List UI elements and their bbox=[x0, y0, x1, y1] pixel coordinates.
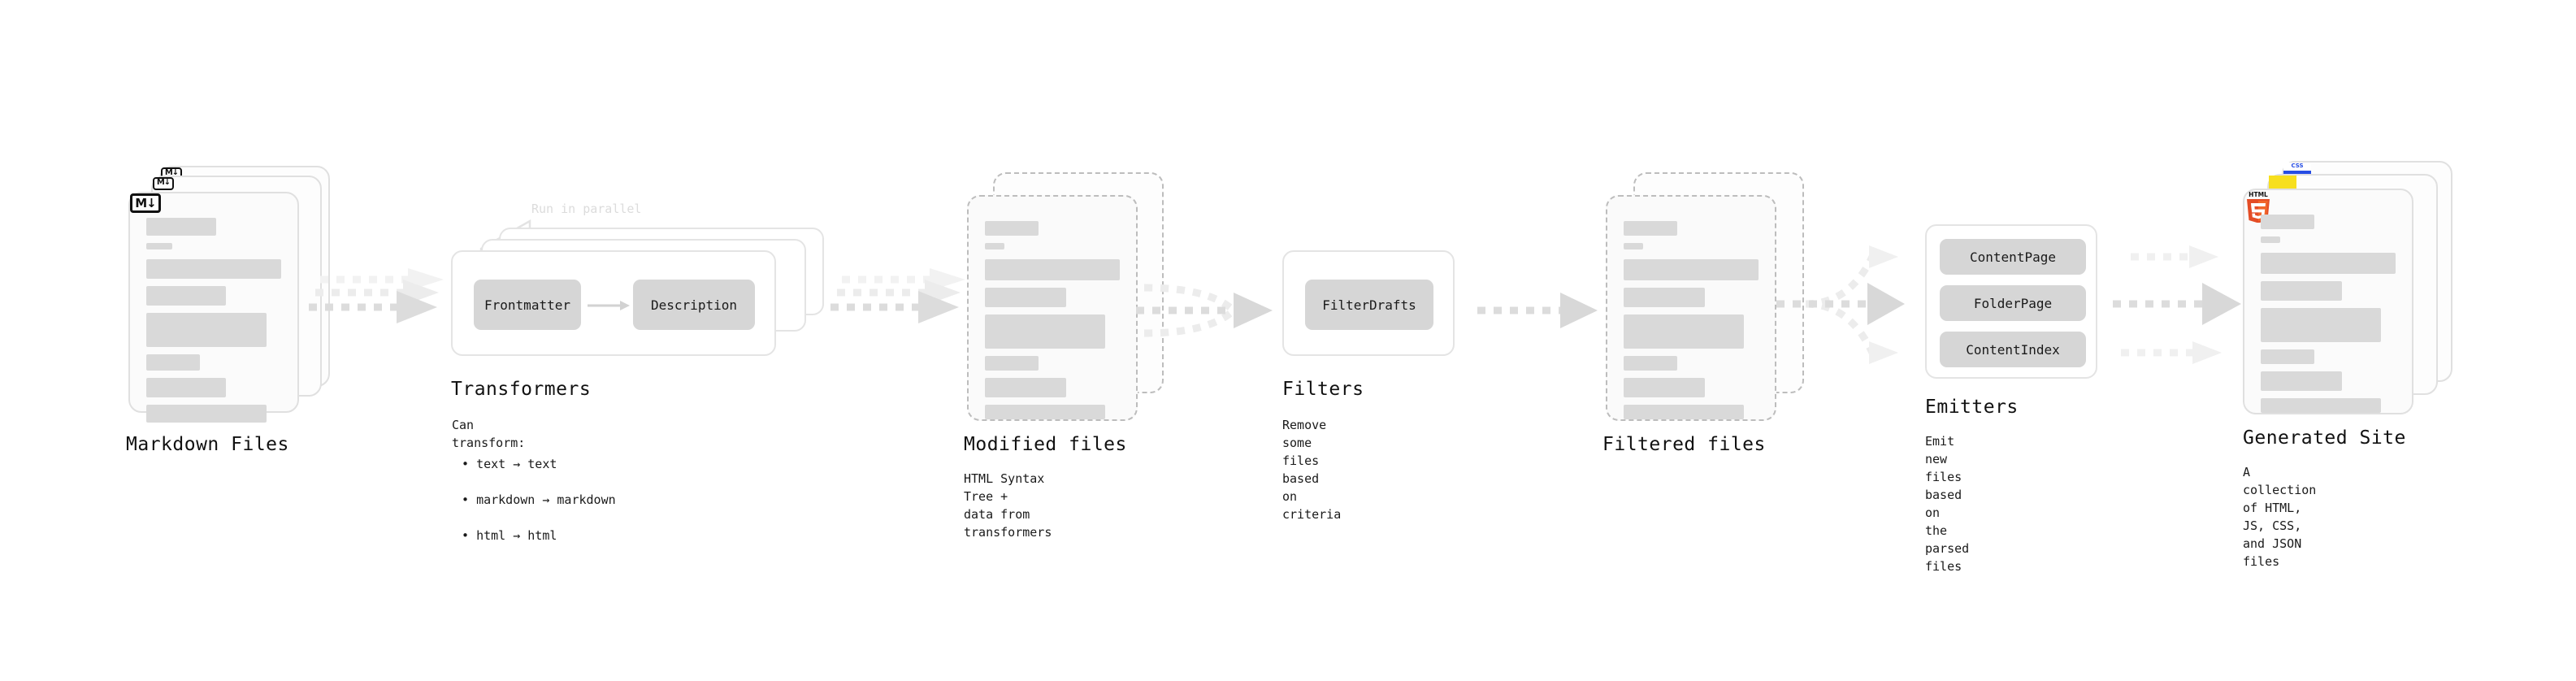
document-skeleton bbox=[2261, 215, 2397, 420]
generated-file-card-html: HTML bbox=[2243, 189, 2413, 414]
modified-files-desc: HTML Syntax Tree + data from transformer… bbox=[964, 471, 1052, 540]
bullet-dot: • bbox=[462, 457, 477, 471]
emitter-chip-contentindex[interactable]: ContentIndex bbox=[1940, 332, 2086, 367]
emitters-desc: Emit new files based on the parsed files bbox=[1925, 434, 1970, 574]
generated-site-desc: A collection of HTML, JS, CSS, and JSON … bbox=[2243, 465, 2317, 569]
document-skeleton bbox=[985, 221, 1121, 427]
transformer-flow-arrow bbox=[588, 301, 630, 310]
emitter-chip-folderpage[interactable]: FolderPage bbox=[1940, 285, 2086, 321]
filter-chip-filterdrafts[interactable]: FilterDrafts bbox=[1305, 280, 1433, 330]
markdown-icon: M↓ bbox=[130, 193, 161, 213]
emitters-group: ContentPage FolderPage ContentIndex bbox=[1925, 224, 2097, 379]
transformers-desc: Can transform: bbox=[452, 418, 526, 450]
transformer-group-front: Frontmatter Description bbox=[451, 250, 776, 356]
arrow-modified-to-filters-merge bbox=[1136, 284, 1273, 337]
filters-desc: Remove some files based on criteria bbox=[1282, 418, 1342, 522]
filtered-file-card-front bbox=[1606, 195, 1776, 421]
transformer-chip-description[interactable]: Description bbox=[633, 280, 755, 330]
svg-text:HTML: HTML bbox=[2249, 191, 2268, 198]
run-in-parallel-hint: Run in parallel bbox=[531, 202, 642, 216]
arrow-emitters-to-generated-site bbox=[2113, 245, 2241, 364]
stage-title-generated-site: Generated Site bbox=[2243, 427, 2406, 449]
transformer-bullet: • markdown → markdown bbox=[462, 492, 616, 507]
filters-group: FilterDrafts bbox=[1282, 250, 1455, 356]
stage-title-transformers: Transformers bbox=[451, 379, 592, 400]
transformer-chip-frontmatter[interactable]: Frontmatter bbox=[474, 280, 581, 330]
modified-file-card-front bbox=[967, 195, 1138, 421]
css-icon: CSS bbox=[2283, 163, 2311, 174]
document-skeleton bbox=[146, 218, 283, 430]
arrow-filtered-to-emitters-fanout bbox=[1776, 245, 1905, 364]
stage-title-filters: Filters bbox=[1282, 379, 1364, 400]
bullet-dot: • bbox=[462, 492, 477, 507]
stage-title-emitters: Emitters bbox=[1925, 397, 2019, 418]
arrow-markdown-to-transformers bbox=[309, 268, 444, 323]
arrow-filters-to-filtered bbox=[1477, 293, 1598, 328]
emitter-chip-contentpage[interactable]: ContentPage bbox=[1940, 239, 2086, 275]
markdown-file-card-front: M↓ bbox=[128, 192, 299, 423]
stage-title-markdown-files: Markdown Files bbox=[126, 434, 289, 455]
transformer-bullet: • html → html bbox=[462, 528, 557, 543]
stage-title-filtered-files: Filtered files bbox=[1602, 434, 1766, 455]
transformer-bullet: • text → text bbox=[462, 457, 557, 471]
bullet-dot: • bbox=[462, 528, 477, 543]
markdown-icon: M↓ bbox=[153, 177, 174, 190]
js-icon bbox=[2269, 176, 2296, 192]
arrow-transformers-to-modified bbox=[830, 268, 965, 323]
transformers-bullet-list: • text → text • markdown → markdown • ht… bbox=[462, 437, 616, 562]
document-skeleton bbox=[1624, 221, 1760, 427]
stage-title-modified-files: Modified files bbox=[964, 434, 1127, 455]
